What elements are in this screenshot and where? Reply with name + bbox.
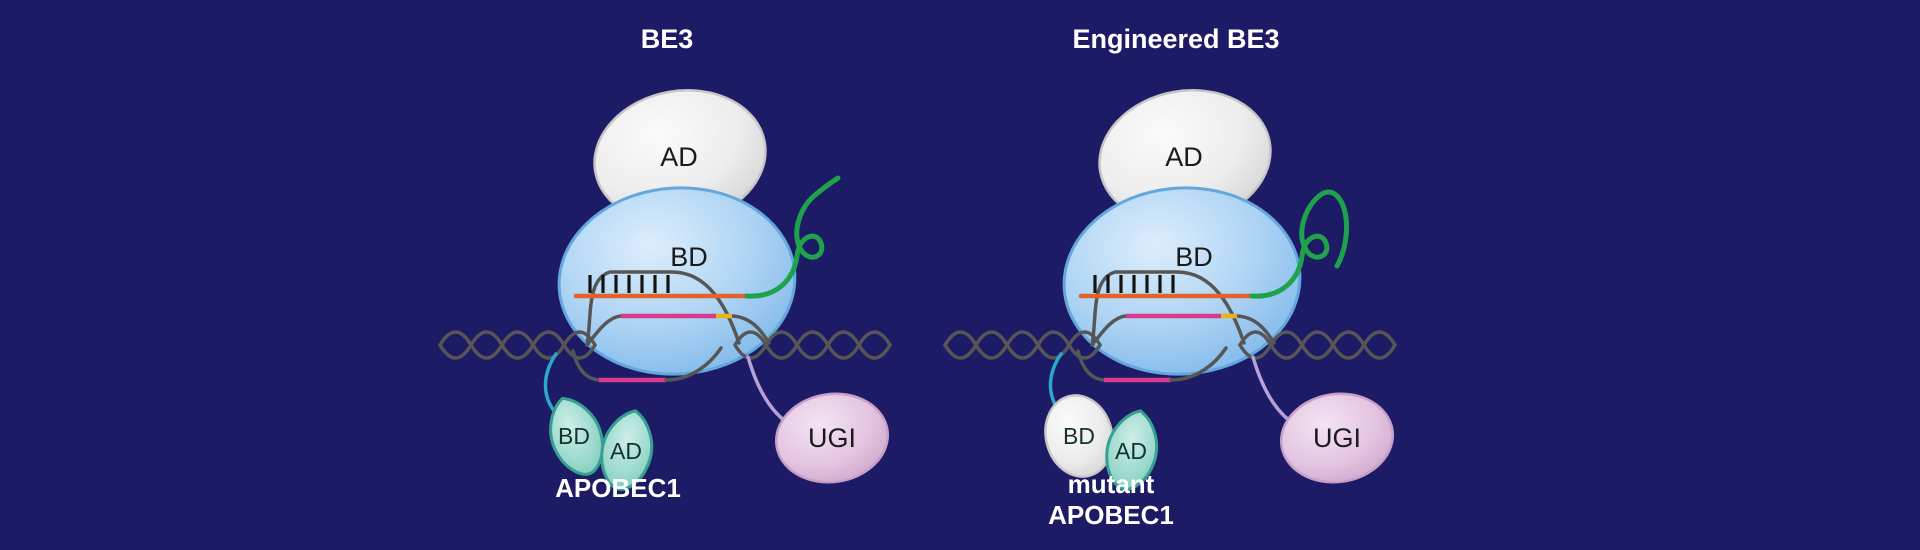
apobec-ad-label: AD — [610, 438, 642, 464]
dna-helix-left-strand-b — [438, 330, 597, 360]
base-pair-ticks — [1093, 275, 1175, 293]
panel-title: BE3 — [641, 24, 694, 54]
apobec-ad-label: AD — [1115, 438, 1147, 464]
apobec-name-line-2: APOBEC1 — [1048, 500, 1174, 530]
apobec-name: APOBEC1 — [555, 473, 681, 503]
sgrna-scaffold — [744, 175, 841, 299]
dna-helix-right-strand-a — [1238, 330, 1397, 360]
panel-title: Engineered BE3 — [1072, 24, 1279, 54]
sgrna-scaffold — [1249, 189, 1350, 299]
ssdna-loop-right — [664, 346, 723, 382]
apobec-bd-label: BD — [1063, 423, 1095, 449]
panel-be3: BE3 AD BD BD AD APOBEC1 UGI — [438, 24, 892, 503]
cas9-bd-label: BD — [670, 242, 708, 272]
ugi-shape — [1279, 392, 1395, 484]
dna-helix-left-strand-a — [438, 330, 597, 360]
dna-helix-right-strand-b — [733, 330, 892, 360]
cas9-ad-label: AD — [660, 142, 698, 172]
ssdna-loop-left — [1076, 349, 1106, 382]
cas9-ad-label: AD — [1165, 142, 1203, 172]
panel-engineered-be3: Engineered BE3 AD BD BD AD mutant APOBEC… — [943, 24, 1397, 530]
apobec-bd-mutant-shape — [1044, 394, 1114, 478]
apobec-bd-label: BD — [558, 423, 590, 449]
dna-target-strand — [585, 270, 741, 347]
dna-target-strand — [1090, 270, 1246, 347]
ugi-label: UGI — [1313, 423, 1361, 453]
dna-helix-right-strand-b — [1238, 330, 1397, 360]
base-pair-ticks — [588, 275, 670, 293]
dna-helix-left-strand-b — [943, 330, 1102, 360]
ugi-label: UGI — [808, 423, 856, 453]
ssdna-loop-left — [571, 349, 601, 382]
dna-helix-right-strand-a — [733, 330, 892, 360]
dna-helix-left-strand-a — [943, 330, 1102, 360]
ugi-shape — [774, 392, 890, 484]
ssdna-loop-right — [1169, 346, 1228, 382]
cas9-bd-label: BD — [1175, 242, 1213, 272]
apobec-name-line-1: mutant — [1068, 469, 1155, 499]
